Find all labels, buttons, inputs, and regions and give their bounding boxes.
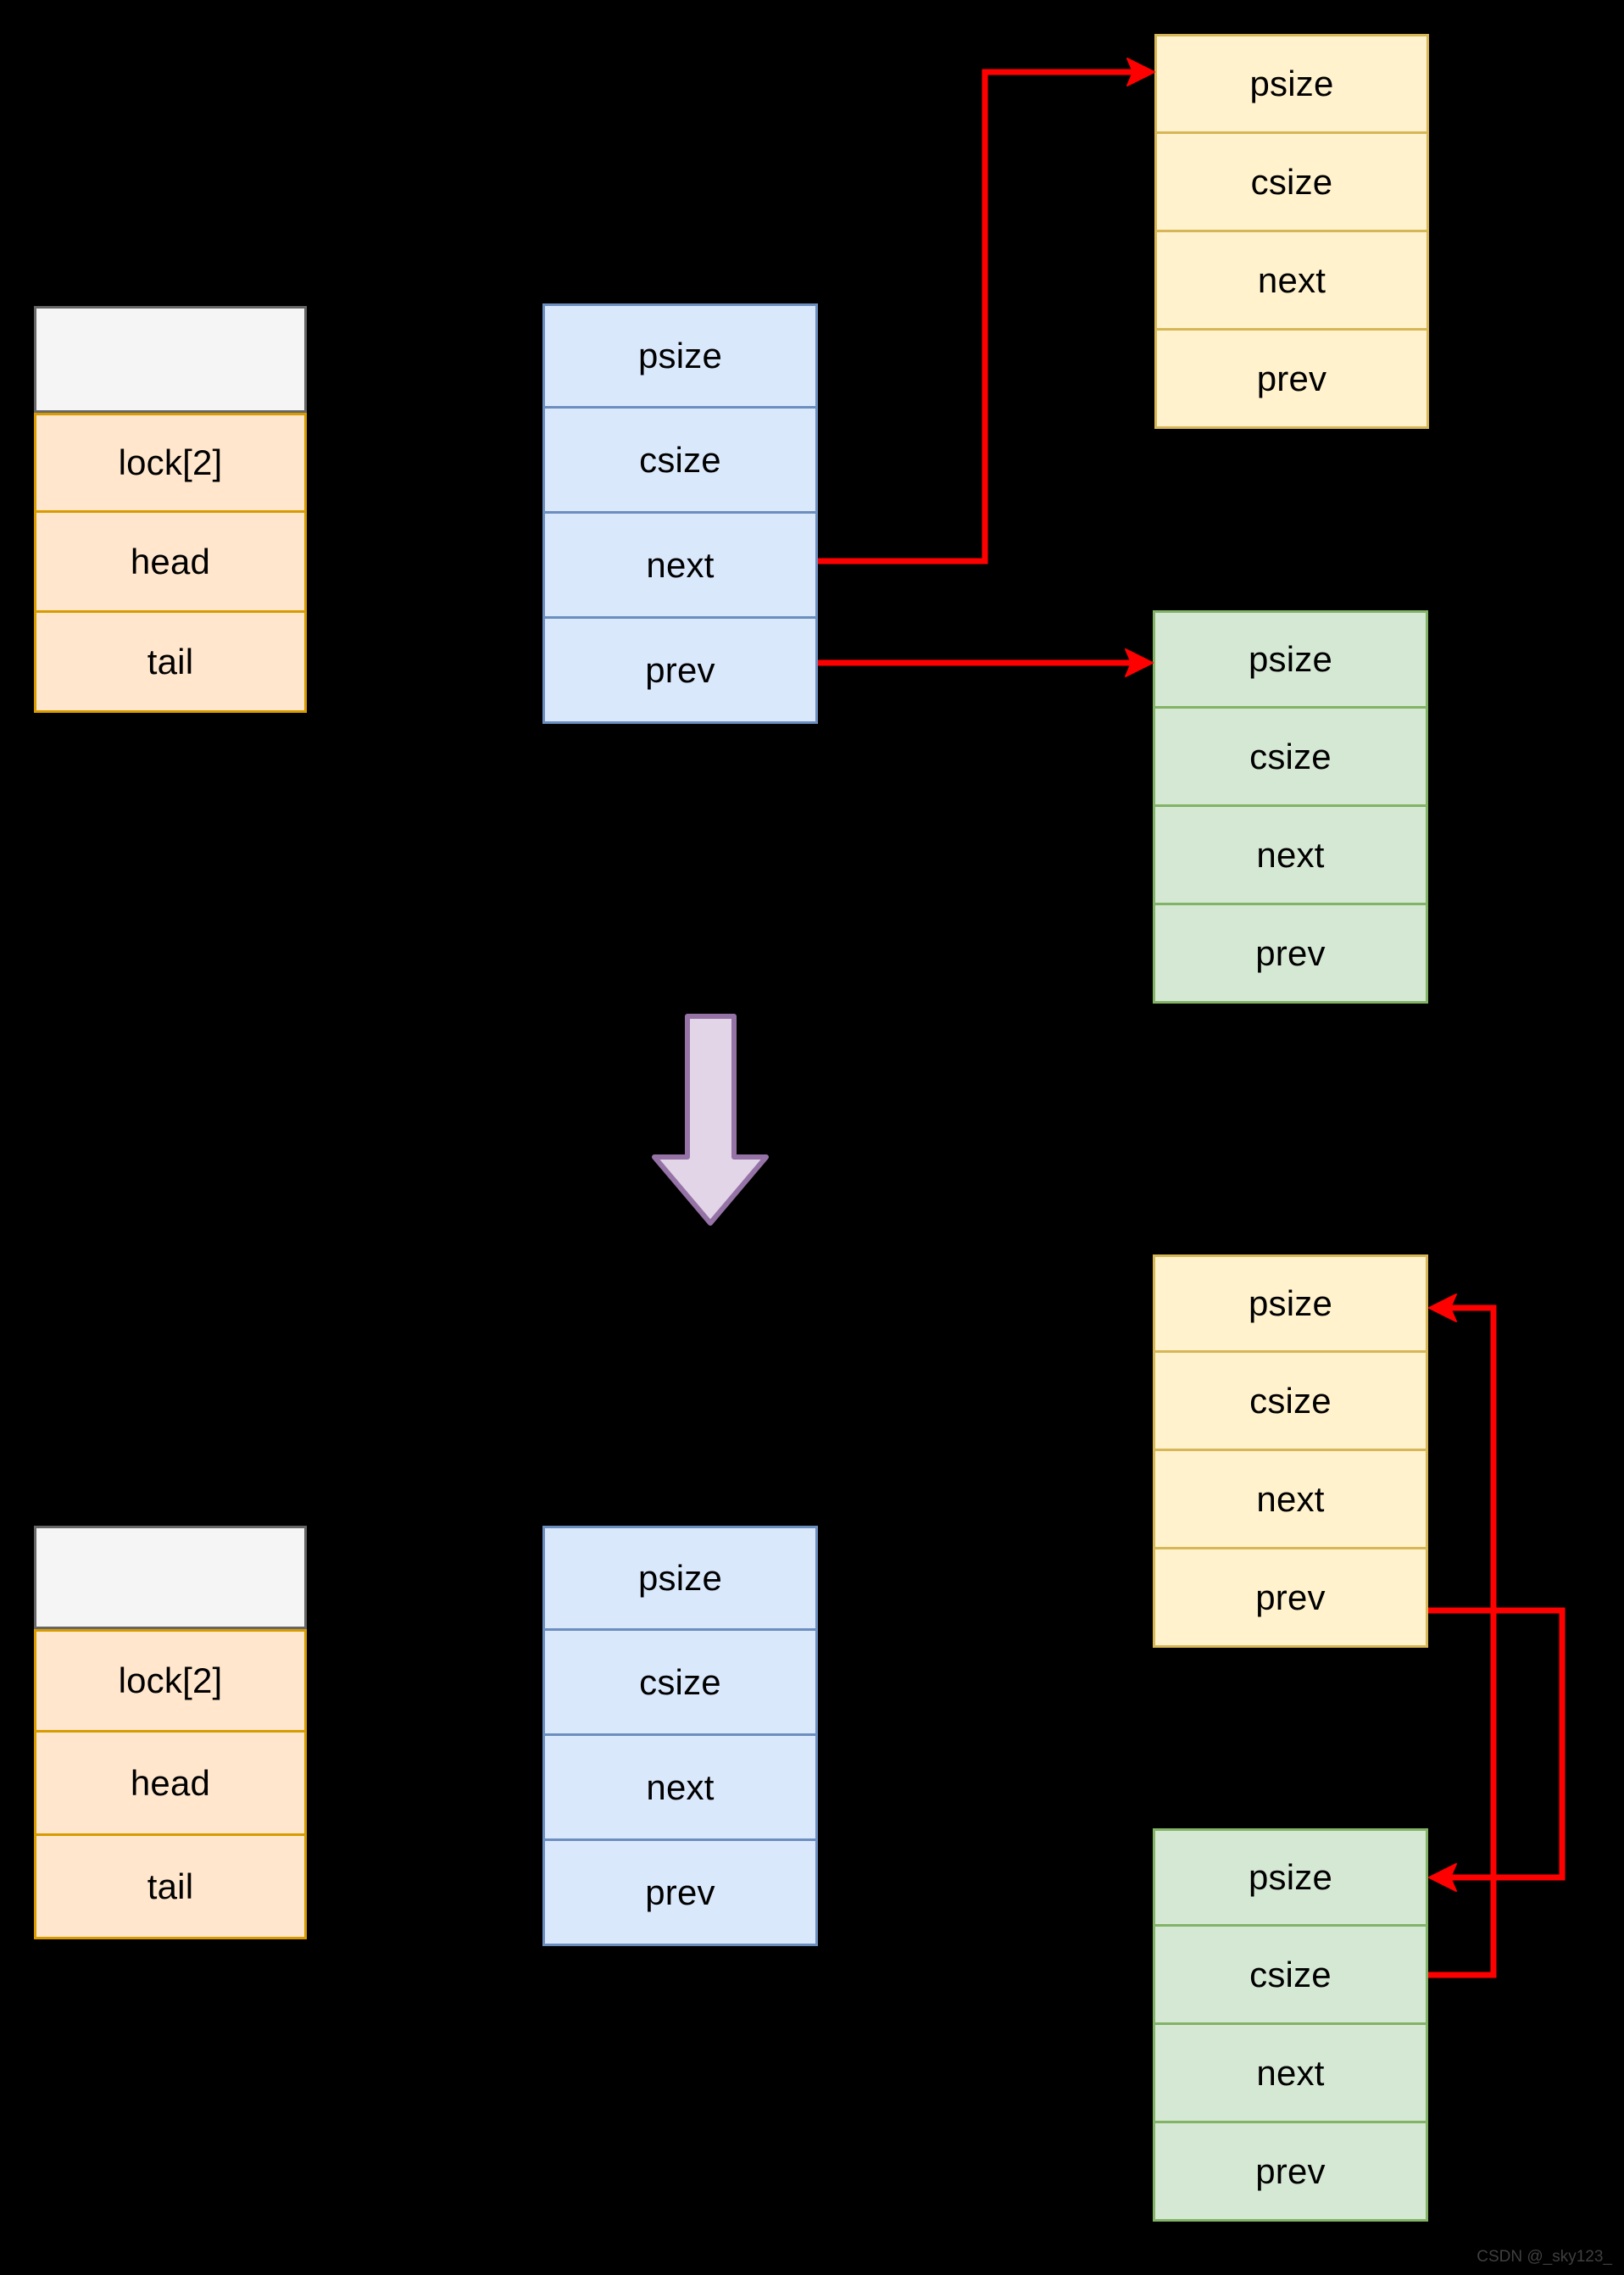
link-blue-prev-to-green-psize	[818, 648, 1154, 677]
field-lock: lock[2]	[34, 413, 307, 513]
list-head-struct-bottom: lock[2] head tail	[34, 1526, 307, 1968]
field-next: next	[542, 514, 818, 619]
link-blue-next-to-yellow-psize	[818, 58, 1155, 565]
field-prev: prev	[1153, 2123, 1428, 2222]
field-psize: psize	[1153, 610, 1428, 709]
field-prev: prev	[542, 1841, 818, 1946]
field-next: next	[1153, 807, 1428, 905]
watermark-text: CSDN @_sky123_	[1477, 2248, 1612, 2266]
field-csize: csize	[542, 1631, 818, 1736]
field-psize: psize	[1153, 1828, 1428, 1927]
struct-header-cell	[34, 1526, 307, 1629]
field-prev: prev	[542, 619, 818, 724]
green-chunk-bottom: psize csize next prev	[1153, 1828, 1428, 2222]
yellow-chunk-top: psize csize next prev	[1154, 34, 1429, 429]
field-next: next	[1153, 1451, 1428, 1549]
arrowhead-icon	[1125, 648, 1154, 677]
blue-chunk-top: psize csize next prev	[542, 303, 818, 724]
field-psize: psize	[542, 303, 818, 409]
link-green-next-to-yellow-psize	[1428, 1293, 1497, 1978]
field-tail: tail	[34, 1836, 307, 1939]
down-arrow	[652, 1014, 769, 1226]
blue-chunk-bottom: psize csize next prev	[542, 1526, 818, 1946]
arrowhead-icon	[1428, 1293, 1457, 1322]
list-head-struct-top: lock[2] head tail	[34, 306, 307, 713]
field-next: next	[1153, 2025, 1428, 2123]
arrowhead-icon	[1428, 1863, 1457, 1892]
field-psize: psize	[1154, 34, 1429, 134]
field-psize: psize	[542, 1526, 818, 1631]
field-csize: csize	[1153, 1927, 1428, 2025]
field-tail: tail	[34, 613, 307, 713]
field-head: head	[34, 1733, 307, 1836]
field-next: next	[542, 1736, 818, 1841]
field-prev: prev	[1153, 1549, 1428, 1648]
field-prev: prev	[1153, 905, 1428, 1004]
link-yellow-prev-to-green-psize	[1428, 1607, 1566, 1892]
struct-header-cell	[34, 306, 307, 413]
field-head: head	[34, 513, 307, 613]
field-csize: csize	[1153, 1353, 1428, 1451]
field-psize: psize	[1153, 1254, 1428, 1353]
field-csize: csize	[542, 409, 818, 514]
yellow-chunk-bottom: psize csize next prev	[1153, 1254, 1428, 1648]
field-prev: prev	[1154, 331, 1429, 429]
green-chunk-top: psize csize next prev	[1153, 610, 1428, 1004]
field-next: next	[1154, 232, 1429, 331]
arrowhead-icon	[1126, 58, 1155, 86]
field-csize: csize	[1154, 134, 1429, 232]
field-lock: lock[2]	[34, 1629, 307, 1733]
field-csize: csize	[1153, 709, 1428, 807]
